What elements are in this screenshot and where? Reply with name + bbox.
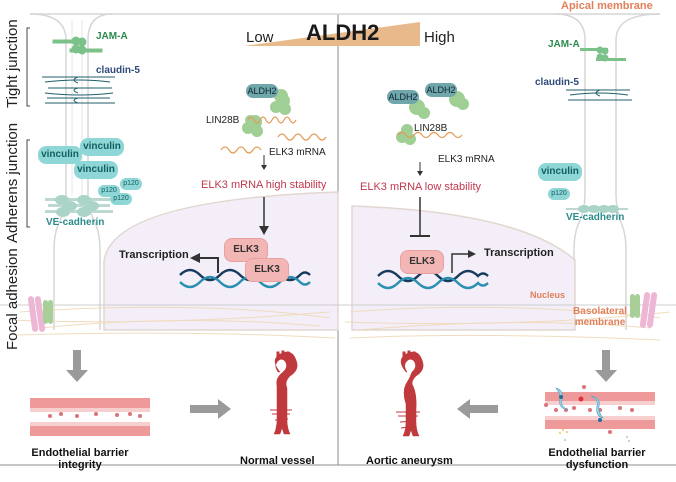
ve-cadherin-left-label: VE-cadherin bbox=[46, 217, 105, 228]
barrier-dysfunction-line-1: Endothelial barrier bbox=[548, 447, 646, 459]
tight-junction-bracket bbox=[26, 27, 30, 107]
adherens-junction-bracket bbox=[26, 139, 30, 228]
elk3-mrna-high-icon bbox=[397, 131, 463, 139]
elk3-protein-low-2: ELK3 bbox=[245, 258, 289, 282]
elk3-protein-high: ELK3 bbox=[400, 250, 444, 274]
jam-a-right-label: JAM-A bbox=[548, 39, 580, 50]
flow-arrow-right bbox=[190, 399, 231, 419]
barrier-integrity-line-1: Endothelial barrier bbox=[31, 447, 129, 459]
integrin-right-icon bbox=[630, 292, 658, 328]
aldh2-gradient-wedge bbox=[244, 22, 420, 46]
aldh2-gradient-title: ALDH2 bbox=[306, 20, 380, 45]
ve-cadherin-right-icon bbox=[566, 205, 628, 213]
nucleus-right bbox=[351, 205, 576, 331]
adherens-junction-label: Adherens junction bbox=[4, 122, 21, 243]
high-label: High bbox=[424, 29, 455, 46]
lin28b-high-label: LIN28B bbox=[414, 123, 448, 134]
claudin-5-left-icon bbox=[42, 76, 115, 104]
elk3-mrna-low-label: ELK3 mRNA bbox=[269, 147, 326, 158]
leaky-vessel-section-icon bbox=[544, 385, 655, 442]
basolateral-membrane-label: Basolateral membrane bbox=[570, 306, 630, 328]
p120-left-3: p120 bbox=[110, 193, 132, 205]
p120-left-2: p120 bbox=[120, 178, 142, 190]
normal-vessel-label: Normal vessel bbox=[240, 455, 315, 467]
nucleus-label: Nucleus bbox=[530, 290, 566, 300]
barrier-dysfunction-label: Endothelial barrier dysfunction bbox=[537, 448, 657, 471]
focal-adhesion-label: Focal adhesion bbox=[4, 248, 21, 350]
transcription-high-label: Transcription bbox=[484, 247, 554, 259]
flow-arrow-down-left bbox=[66, 350, 88, 382]
elk3-mrna-high-label: ELK3 mRNA bbox=[438, 154, 495, 165]
normal-aorta-icon bbox=[270, 350, 298, 435]
flow-arrow-left bbox=[457, 399, 498, 419]
transcription-arrow-low bbox=[196, 257, 219, 273]
lin28b-low-label: LIN28B bbox=[206, 115, 240, 126]
barrier-dysfunction-line-2: dysfunction bbox=[565, 459, 629, 471]
vinculin-left-2: vinculin bbox=[80, 138, 124, 156]
basolateral-membrane-text: Basolateral membrane bbox=[573, 306, 627, 328]
transcription-arrow-high bbox=[451, 253, 470, 273]
aneurysm-aorta-icon bbox=[396, 350, 424, 437]
healthy-vessel-section-icon bbox=[30, 398, 150, 436]
elk3-stability-high-text: ELK3 mRNA high stability bbox=[201, 179, 327, 191]
aortic-aneurysm-label: Aortic aneurysm bbox=[366, 455, 453, 467]
vinculin-left-1: vinculin bbox=[38, 146, 82, 164]
elk3-mrna-low-icon bbox=[220, 116, 327, 154]
ve-cadherin-right-label: VE-cadherin bbox=[566, 212, 625, 223]
barrier-integrity-label: Endothelial barrier integrity bbox=[24, 448, 136, 471]
elk3-stability-low-text: ELK3 mRNA low stability bbox=[360, 181, 482, 193]
claudin-5-left-label: claudin-5 bbox=[96, 65, 140, 76]
jam-a-left-label: JAM-A bbox=[96, 31, 128, 42]
aldh2-protein-high-1: ALDH2 bbox=[387, 90, 419, 104]
left-cell-membrane-a bbox=[29, 13, 67, 330]
vinculin-left-3: vinculin bbox=[74, 161, 118, 179]
jam-a-left-icon bbox=[52, 36, 103, 55]
right-cell-membrane-b bbox=[615, 13, 661, 330]
flow-arrow-down-right bbox=[595, 350, 617, 382]
apical-membrane-label: Apical membrane bbox=[561, 0, 653, 12]
claudin-5-right-icon bbox=[566, 89, 632, 101]
low-label: Low bbox=[246, 29, 274, 46]
aldh2-protein-high-2: ALDH2 bbox=[425, 83, 457, 97]
dna-high-icon bbox=[377, 269, 489, 290]
claudin-5-right-label: claudin-5 bbox=[535, 77, 579, 88]
transcription-low-label: Transcription bbox=[119, 249, 189, 261]
p120-right: p120 bbox=[548, 188, 570, 200]
integrin-left-icon bbox=[27, 296, 53, 332]
vinculin-right: vinculin bbox=[538, 163, 582, 181]
nucleus-left bbox=[103, 191, 339, 331]
ve-cadherin-left-icon bbox=[45, 195, 113, 217]
barrier-integrity-line-2: integrity bbox=[58, 459, 102, 471]
tight-junction-label: Tight junction bbox=[4, 19, 21, 108]
jam-a-right-icon bbox=[580, 46, 626, 62]
aldh2-protein-low: ALDH2 bbox=[246, 84, 278, 98]
